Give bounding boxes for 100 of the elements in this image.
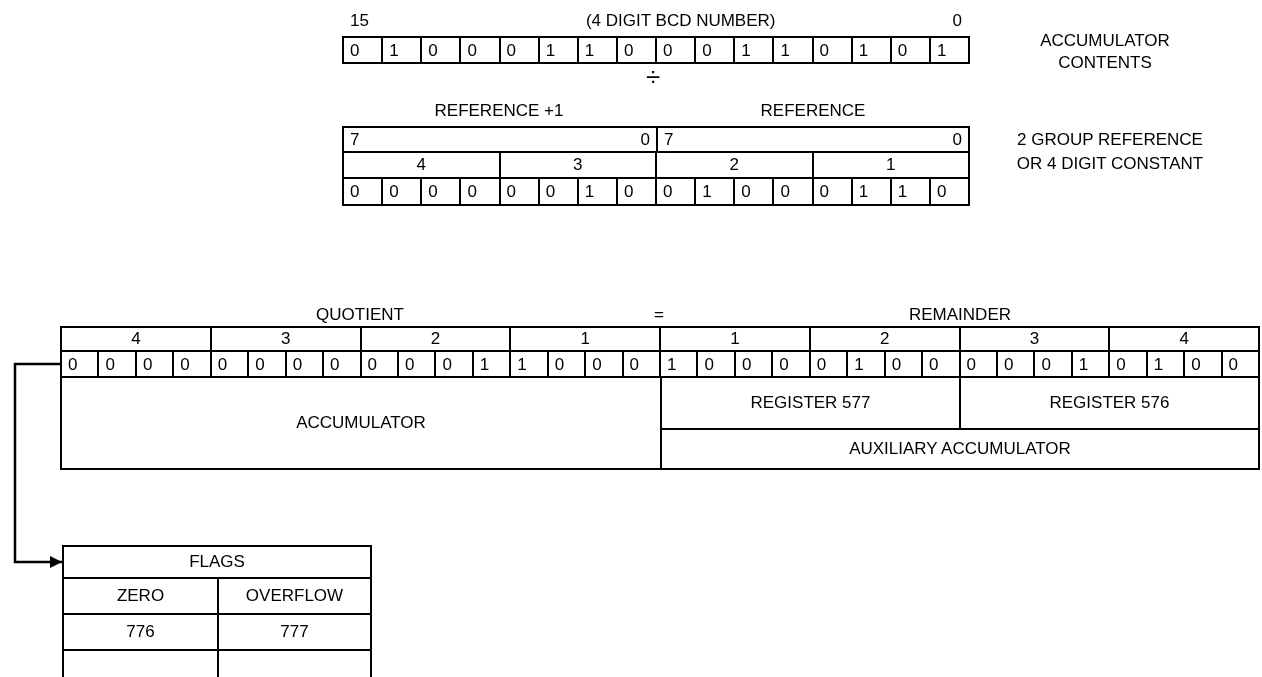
bit-cell: 0 (420, 38, 460, 62)
digit-cell-text: 4 (130, 328, 142, 350)
bit-cell: 0 (359, 352, 397, 376)
bit-cell: 0 (498, 38, 538, 62)
digit-cell: 2 (655, 153, 812, 177)
bit-cell: 0 (928, 179, 968, 204)
bit-index: 0 (640, 128, 650, 151)
bit-cell: 0 (1033, 352, 1071, 376)
bit-cell: 1 (1145, 352, 1184, 376)
bit-cell: 1 (889, 179, 929, 204)
bit-index: 15 (350, 10, 369, 32)
register-row (342, 36, 970, 64)
bit-cell: 0 (811, 179, 851, 204)
bit-cell: 0 (621, 352, 659, 376)
digit-cell: 3 (958, 328, 1109, 350)
digit-cell: 2 (808, 328, 959, 350)
bit-index: 7 (350, 128, 360, 151)
bit-cell: 0 (615, 179, 655, 204)
bit-cell: 1 (471, 352, 510, 376)
bit-cell: 1 (694, 179, 734, 204)
bit-cell: 0 (396, 352, 435, 376)
bit-cell: 0 (808, 352, 847, 376)
bit-cell: 0 (772, 179, 812, 204)
bit-cell: 0 (696, 352, 734, 376)
bit-index: 0 (952, 128, 962, 151)
bit-cell-text: 0 (349, 181, 361, 203)
bit-cell: 1 (733, 38, 773, 62)
bit-cell: 0 (995, 352, 1034, 376)
bit-cell: 1 (576, 38, 616, 62)
bit-cell: 0 (420, 179, 460, 204)
bit-index: 7 (664, 128, 674, 151)
bit-cell: 0 (381, 179, 421, 204)
table-header: OVERFLOW (217, 579, 370, 613)
bit-cell: 0 (694, 38, 734, 62)
bit-cell: 0 (958, 352, 996, 376)
bit-cell: 0 (247, 352, 285, 376)
register-caption: ACCUMULATOR CONTENTS (1040, 31, 1170, 72)
divide-sign: ÷ (646, 64, 661, 90)
bit-cell: 0 (733, 179, 773, 204)
bit-cell: 0 (434, 352, 472, 376)
register-table (342, 126, 970, 206)
digit-cell: 4 (1108, 328, 1258, 350)
bit-index: 0 (952, 10, 962, 32)
register-title: (4 DIGIT BCD NUMBER) (585, 10, 776, 32)
bit-cell: 0 (97, 352, 135, 376)
bit-cell: 0 (883, 352, 922, 376)
byte-label: REFERENCE +1 (434, 101, 564, 120)
digit-cell-text: 4 (415, 154, 427, 177)
bit-cell: 1 (1070, 352, 1109, 376)
byte-label: REFERENCE (760, 101, 866, 120)
bit-cell: 0 (459, 179, 499, 204)
bit-cell: 0 (459, 38, 499, 62)
bit-cell: 0 (615, 38, 655, 62)
bit-cell: 1 (850, 38, 890, 62)
bit-cell: 0 (771, 352, 809, 376)
bit-cell: 0 (537, 179, 577, 204)
bit-cell: 0 (1108, 352, 1146, 376)
equals-sign: = (654, 304, 664, 326)
bit-cell: 1 (928, 38, 968, 62)
digit-cell: 1 (509, 328, 659, 350)
register-cell: REGISTER 576 (959, 378, 1258, 428)
bit-cell: 1 (381, 38, 421, 62)
table-cell-text: 776 (125, 621, 156, 644)
bit-cell: 0 (655, 38, 695, 62)
bit-cell: 0 (811, 38, 851, 62)
table-header: FLAGS (64, 547, 370, 579)
connector-arrow (13, 362, 62, 568)
bit-cell-text: 0 (349, 39, 361, 62)
result-label: QUOTIENT (316, 305, 404, 324)
bit-cell-text: 0 (67, 353, 79, 376)
bit-cell: 0 (584, 352, 622, 376)
result-label: REMAINDER (909, 305, 1011, 324)
table-cell: 777 (217, 615, 370, 649)
digit-cell: 1 (659, 328, 809, 350)
bit-cell: 0 (733, 352, 772, 376)
bit-cell: 1 (846, 352, 884, 376)
bit-cell: 0 (655, 179, 695, 204)
bit-cell: 1 (537, 38, 577, 62)
bit-cell: 0 (1220, 352, 1258, 376)
register-cell-text: REGISTER 577 (749, 392, 872, 415)
bit-cell: 0 (546, 352, 585, 376)
bit-cell: 1 (659, 352, 697, 376)
register-table (60, 326, 1260, 470)
digit-cell: 2 (359, 328, 510, 350)
register-cell-text: ACCUMULATOR (295, 412, 427, 435)
bit-cell: 0 (209, 352, 248, 376)
flags-table (62, 545, 372, 677)
bit-cell: 0 (134, 352, 173, 376)
bit-cell: 0 (284, 352, 323, 376)
bit-cell: 0 (889, 38, 929, 62)
bit-cell: 0 (1183, 352, 1221, 376)
register-cell-text: AUXILIARY ACCUMULATOR (848, 438, 1072, 461)
digit-cell: 3 (209, 328, 360, 350)
bit-cell: 0 (322, 352, 360, 376)
table-header: ZERO (115, 585, 166, 608)
bit-cell: 0 (921, 352, 959, 376)
bit-cell: 1 (772, 38, 812, 62)
bit-cell: 1 (509, 352, 547, 376)
bit-cell: 0 (498, 179, 538, 204)
digit-cell: 3 (498, 153, 655, 177)
